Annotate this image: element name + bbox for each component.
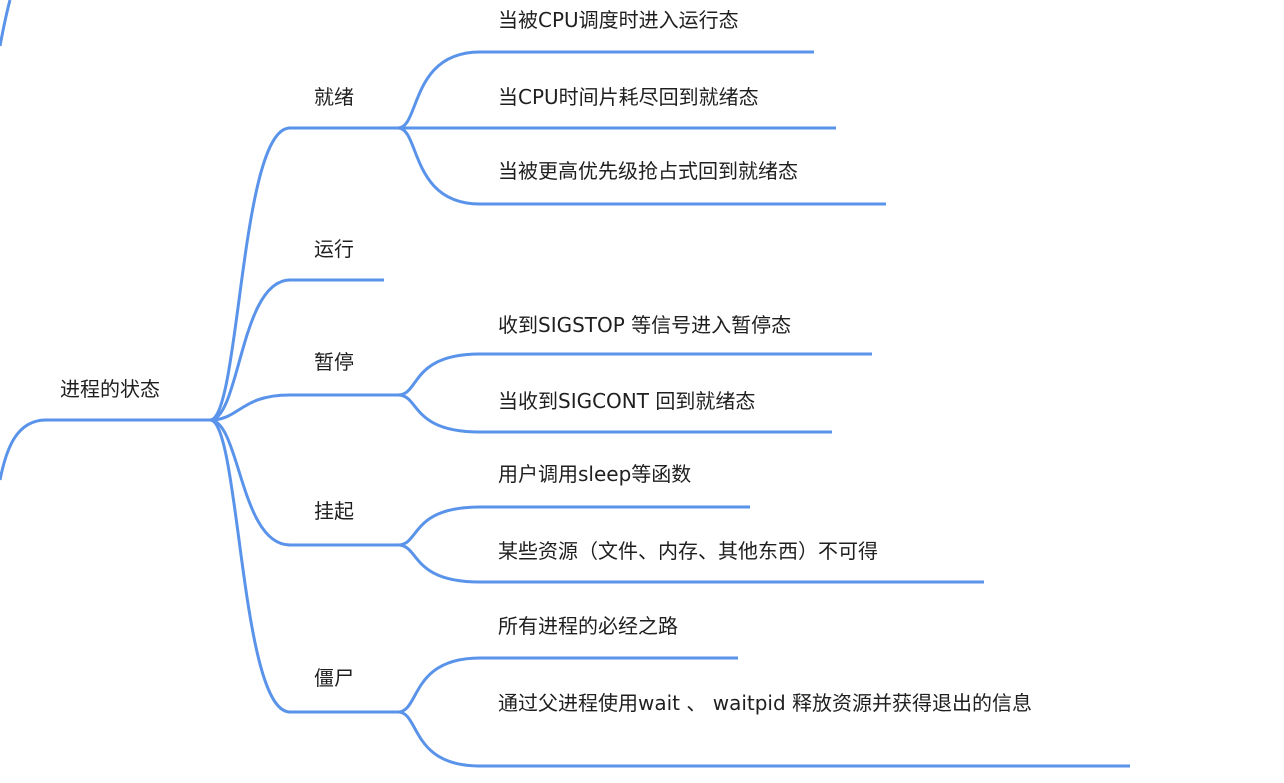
edge-root-suspended — [209, 418, 291, 547]
branch-stopped-label[interactable]: 暂停 — [314, 350, 354, 374]
edge-suspended-1 — [397, 505, 481, 547]
edge-root-stopped — [209, 393, 291, 422]
ready-child-2-label[interactable]: 当CPU时间片耗尽回到就绪态 — [498, 85, 759, 109]
branch-suspended-label[interactable]: 挂起 — [314, 499, 354, 523]
edge-zombie-1 — [397, 656, 481, 714]
edge-root-zombie — [209, 418, 291, 714]
root-node-label[interactable]: 进程的状态 — [60, 377, 160, 401]
edge-root-running — [209, 278, 291, 422]
edge-ready-3 — [397, 126, 481, 206]
edge-root-ready — [209, 126, 291, 422]
edge-suspended-2 — [397, 543, 481, 584]
stopped-child-1-label[interactable]: 收到SIGSTOP 等信号进入暂停态 — [498, 313, 792, 337]
edge-zombie-2 — [397, 710, 481, 768]
stopped-child-2-label[interactable]: 当收到SIGCONT 回到就绪态 — [498, 389, 756, 413]
edge-stopped-2 — [397, 393, 481, 434]
ready-child-1-label[interactable]: 当被CPU调度时进入运行态 — [498, 8, 739, 32]
zombie-child-1-label[interactable]: 所有进程的必经之路 — [498, 614, 678, 638]
incoming-connector-top — [0, 0, 12, 47]
branch-zombie-label[interactable]: 僵尸 — [314, 666, 354, 690]
branch-running-label[interactable]: 运行 — [314, 237, 354, 261]
incoming-connector — [0, 418, 47, 481]
suspended-child-2-label[interactable]: 某些资源（文件、内存、其他东西）不可得 — [498, 539, 878, 563]
edge-ready-1 — [397, 50, 481, 130]
suspended-child-1-label[interactable]: 用户调用sleep等函数 — [498, 462, 692, 486]
branch-ready-label[interactable]: 就绪 — [314, 85, 354, 109]
ready-child-3-label[interactable]: 当被更高优先级抢占式回到就绪态 — [498, 159, 798, 183]
zombie-child-2-label[interactable]: 通过父进程使用wait 、 waitpid 释放资源并获得退出的信息 — [498, 691, 1033, 715]
edge-stopped-1 — [397, 352, 481, 397]
